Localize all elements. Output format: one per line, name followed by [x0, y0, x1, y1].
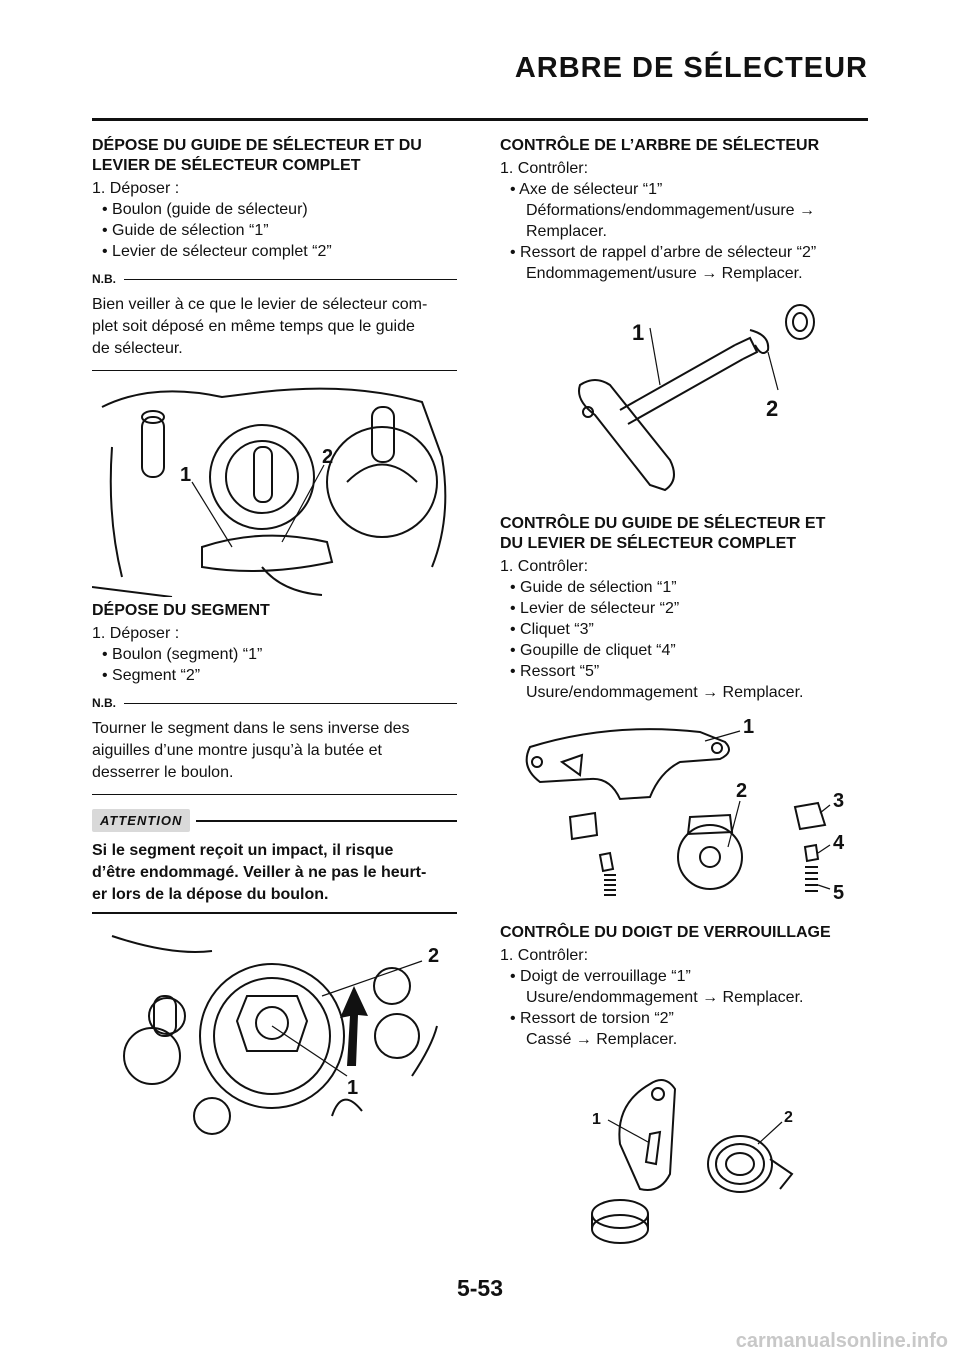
section-title-line: LEVIER DE SÉLECTEUR COMPLET — [92, 157, 361, 174]
step: 1. Contrôler: — [500, 160, 589, 177]
right-column: CONTRÔLE DE L’ARBRE DE SÉLECTEUR 1. Cont… — [500, 132, 865, 1264]
callout-3: 3 — [833, 790, 844, 812]
caution-header: ATTENTION — [92, 809, 457, 832]
callout-1: 1 — [592, 1111, 601, 1128]
bullet-detail: Endommagement/usure → Remplacer. — [526, 265, 803, 282]
callout-5: 5 — [833, 882, 844, 904]
callout-1: 1 — [180, 464, 191, 486]
caution-rule — [196, 819, 457, 822]
bullet-item: • Goupille de cliquet “4” — [510, 642, 676, 659]
page-number: 5-53 — [456, 1275, 504, 1301]
note-header: N.B. — [92, 272, 457, 286]
callout-2: 2 — [322, 446, 333, 468]
callout-1: 1 — [743, 716, 754, 738]
watermark: carmanualsonline.info — [735, 1330, 948, 1352]
section-title-stopper-check: CONTRÔLE DU DOIGT DE VERROUILLAGE — [500, 924, 831, 941]
section-title-line: DÉPOSE DU GUIDE DE SÉLECTEUR ET DU — [92, 137, 422, 154]
step: 1. Déposer : — [92, 625, 180, 642]
note-line: desserrer le boulon. — [92, 764, 234, 781]
section-title-segment-removal: DÉPOSE DU SEGMENT — [92, 602, 270, 619]
bullet-item: • Levier de sélecteur complet “2” — [102, 243, 332, 260]
bullet-item: • Boulon (segment) “1” — [102, 646, 263, 663]
callout-2: 2 — [766, 396, 778, 421]
step: 1. Déposer : — [92, 180, 180, 197]
figure-stopper-spring-drawing: 1 2 — [591, 1079, 794, 1244]
section-title-line: DU LEVIER DE SÉLECTEUR COMPLET — [500, 535, 797, 552]
note-line: Tourner le segment dans le sens inverse … — [92, 720, 410, 737]
section-title-guide-removal: DÉPOSE DU GUIDE DE SÉLECTEUR ET DU LEVIE… — [92, 136, 457, 176]
figure-segment-removal: 1 2 — [92, 926, 457, 1136]
note-header: N.B. — [92, 696, 457, 710]
callout-1: 1 — [347, 1077, 358, 1099]
section-title-guide-check: CONTRÔLE DU GUIDE DE SÉLECTEUR ET DU LEV… — [500, 514, 865, 554]
bullet-item: • Cliquet “3” — [510, 621, 594, 638]
bullet-item: • Ressort de torsion “2” — [510, 1010, 674, 1027]
caution-line: Si le segment reçoit un impact, il risqu… — [92, 842, 394, 859]
header-rule — [92, 118, 868, 121]
callout-2: 2 — [784, 1109, 793, 1126]
figure-shift-shaft-drawing: 1 2 — [578, 304, 815, 492]
callout-2: 2 — [736, 780, 747, 802]
note-text: Bien veiller à ce que le levier de sélec… — [92, 294, 457, 371]
bullet-detail: Déformations/endommagement/usure → — [526, 202, 816, 219]
callout-2: 2 — [428, 945, 439, 967]
note-label: N.B. — [92, 696, 116, 710]
note-line: plet soit déposé en même temps que le gu… — [92, 318, 415, 335]
bullet-detail: Cassé → Remplacer. — [526, 1031, 678, 1048]
caution-line: er lors de la dépose du boulon. — [92, 886, 329, 903]
bullet-detail: Remplacer. — [526, 223, 607, 240]
bullet-item: • Boulon (guide de sélecteur) — [102, 201, 308, 218]
bullet-detail: Usure/endommagement → Remplacer. — [526, 989, 804, 1006]
bullet-item: • Levier de sélecteur “2” — [510, 600, 680, 617]
page-title: ARBRE DE SÉLECTEUR — [514, 52, 868, 84]
caution-label: ATTENTION — [92, 809, 191, 832]
bullet-item: • Ressort “5” — [510, 663, 600, 680]
note-line: de sélecteur. — [92, 340, 183, 357]
caution-text: Si le segment reçoit un impact, il risqu… — [92, 840, 457, 914]
bullet-item: • Guide de sélection “1” — [510, 579, 677, 596]
step: 1. Contrôler: — [500, 947, 589, 964]
bullet-item: • Guide de sélection “1” — [102, 222, 269, 239]
caution-line: d’être endommagé. Veiller à ne pas le he… — [92, 864, 427, 881]
note-line: Bien veiller à ce que le levier de sélec… — [92, 296, 428, 313]
section-title-line: CONTRÔLE DU GUIDE DE SÉLECTEUR ET — [500, 515, 826, 532]
figure-segment-removal-drawing: 1 2 — [111, 935, 439, 1135]
bullet-item: • Ressort de rappel d’arbre de sélecteur… — [510, 244, 817, 261]
note-rule — [124, 702, 457, 704]
bullet-detail: Usure/endommagement → Remplacer. — [526, 684, 804, 701]
figure-guide-removal: 1 2 — [92, 377, 457, 597]
callout-4: 4 — [833, 832, 845, 854]
figure-stopper-spring: 1 2 — [500, 1064, 865, 1264]
figure-guide-lever-parts: 1 2 3 4 5 — [500, 707, 865, 919]
bullet-item: • Axe de sélecteur “1” — [510, 181, 663, 198]
callout-1: 1 — [632, 320, 644, 345]
note-text: Tourner le segment dans le sens inverse … — [92, 718, 457, 795]
figure-guide-removal-drawing: 1 2 — [92, 387, 447, 597]
section-title-shaft-check: CONTRÔLE DE L’ARBRE DE SÉLECTEUR — [500, 137, 820, 154]
bullet-item: • Segment “2” — [102, 667, 201, 684]
left-column: DÉPOSE DU GUIDE DE SÉLECTEUR ET DU LEVIE… — [92, 132, 457, 1136]
figure-guide-lever-parts-drawing: 1 2 3 4 5 — [525, 716, 845, 904]
bullet-item: • Doigt de verrouillage “1” — [510, 968, 691, 985]
step: 1. Contrôler: — [500, 558, 589, 575]
note-rule — [124, 278, 457, 280]
figure-shift-shaft: 1 2 — [500, 290, 865, 510]
note-label: N.B. — [92, 272, 116, 286]
note-line: aiguilles d’une montre jusqu’à la butée … — [92, 742, 382, 759]
